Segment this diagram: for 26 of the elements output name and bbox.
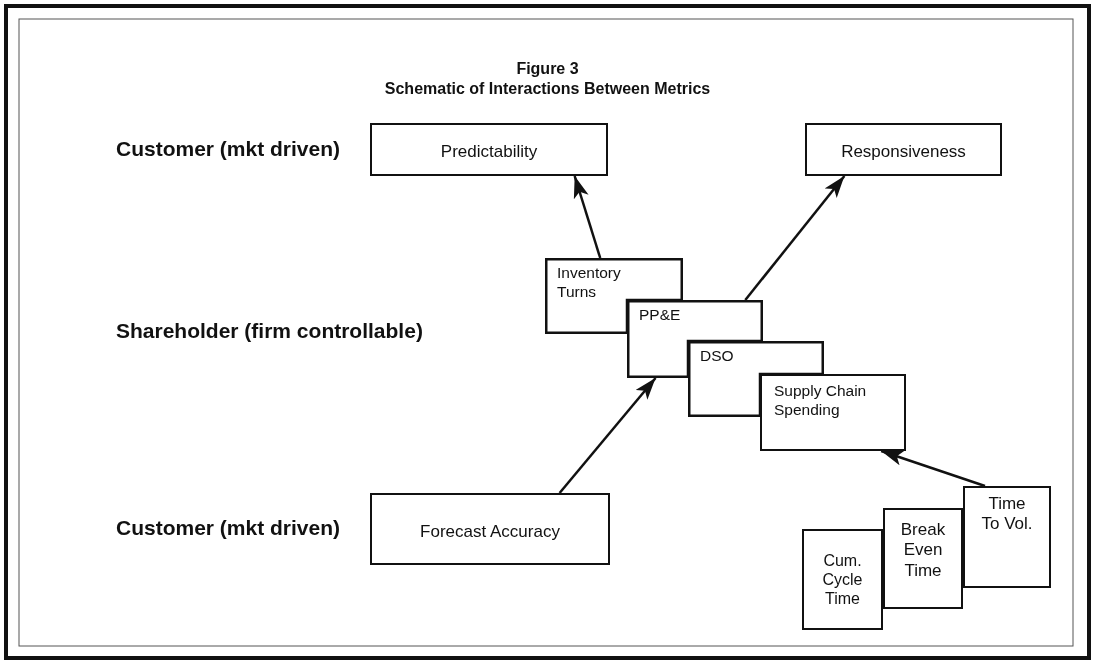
metric-label: Cum. Cycle Time [821,551,864,609]
arrow [558,377,657,494]
metric-label: DSO [700,347,735,366]
figure-subtitle: Schematic of Interactions Between Metrics [383,80,712,98]
metric-box [805,123,1002,176]
metric-label: PP&E [639,306,682,325]
metric-box [802,529,883,630]
row-label: Shareholder (firm controllable) [116,319,423,343]
metric-box [760,374,906,451]
arrow [573,175,602,259]
metric-box [963,486,1051,588]
metric-label: Responsiveness [841,142,966,163]
metric-box [370,123,608,176]
metric-label: Time To Vol. [980,494,1034,535]
arrow [880,449,986,488]
row-label: Customer (mkt driven) [116,137,341,161]
row-label: Customer (mkt driven) [116,516,341,540]
metric-label: Break Even Time [899,520,947,582]
metric-label: Predictability [440,142,538,163]
metric-label: Forecast Accuracy [420,521,560,543]
arrow [744,175,846,301]
metric-box [370,493,610,565]
metric-label: Inventory Turns [557,264,622,302]
figure-title: Figure 3 [515,60,580,78]
metric-box [883,508,963,609]
metric-label: Supply Chain Spending [774,382,868,420]
